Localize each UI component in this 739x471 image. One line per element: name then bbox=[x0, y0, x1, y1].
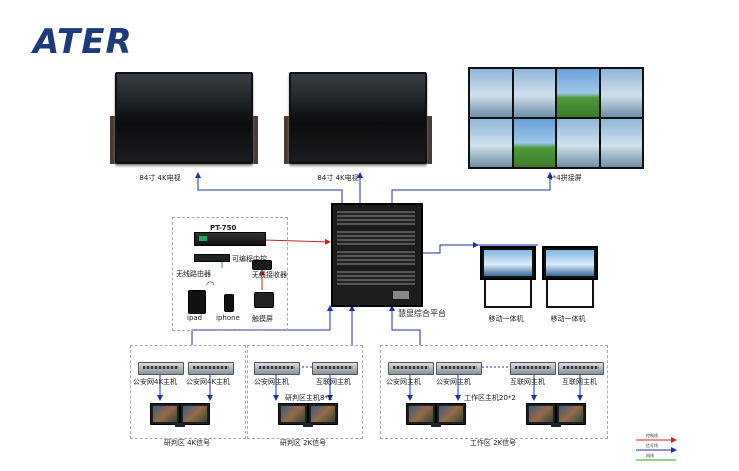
zone3-host-a-label: 公安网主机 bbox=[386, 378, 421, 386]
zone3-sub-label: 工作区主机20*2 bbox=[464, 394, 516, 402]
wireless-receiver bbox=[252, 260, 272, 270]
wireless-receiver-label: 无线接收器 bbox=[252, 271, 287, 279]
iphone-device bbox=[224, 294, 234, 312]
zone2-server-b bbox=[312, 362, 358, 375]
video-wall-cell bbox=[513, 119, 555, 167]
zone3-monitor-c bbox=[526, 403, 556, 425]
tv-left-label: 84寸 4K电视 bbox=[139, 174, 181, 182]
video-wall-cell bbox=[470, 119, 512, 167]
zone1-caption: 研判区 4K信号 bbox=[163, 439, 211, 447]
zone1-host-a-label: 公安网4K主机 bbox=[133, 378, 178, 386]
signal-line-tv-left bbox=[195, 172, 343, 203]
mobile-unit-left-label: 移动一体机 bbox=[488, 315, 524, 323]
tv-right bbox=[289, 72, 427, 164]
signal-line-zone3 bbox=[389, 305, 421, 345]
mobile-unit-left bbox=[480, 246, 536, 280]
ipad-label: ipad bbox=[187, 314, 203, 322]
mobile-unit-right bbox=[542, 246, 598, 280]
zone1-server-b bbox=[188, 362, 234, 375]
platform-chassis bbox=[331, 203, 423, 307]
zone1-server-a bbox=[138, 362, 184, 375]
legend-network-label: 网线 bbox=[646, 453, 654, 458]
pt750-device bbox=[194, 232, 266, 246]
video-wall-cell bbox=[470, 69, 512, 117]
zone3-monitor-a bbox=[406, 403, 436, 425]
zone2-frame bbox=[247, 345, 363, 439]
zone3-server-a bbox=[388, 362, 434, 375]
control-area-frame bbox=[172, 217, 288, 331]
legend-control-label: 控制线 bbox=[646, 433, 658, 438]
video-wall-label: 4*4拼接屏 bbox=[548, 174, 582, 182]
video-wall-cell bbox=[600, 119, 642, 167]
mobile-unit-left-stand bbox=[484, 280, 532, 308]
ater-logo: ATER bbox=[33, 22, 133, 62]
signal-line-mobile-right bbox=[439, 244, 538, 253]
video-wall bbox=[468, 67, 644, 169]
zone2-server-a bbox=[254, 362, 300, 375]
zone2-monitor-b bbox=[308, 403, 338, 425]
zone3-monitor-d bbox=[556, 403, 586, 425]
zone1-host-b-label: 公安网4K主机 bbox=[186, 378, 231, 386]
zone3-server-d bbox=[558, 362, 604, 375]
control-line-pt750 bbox=[263, 238, 331, 245]
touchscreen-device bbox=[254, 292, 274, 308]
programmable-host-label: 可编程中控 bbox=[232, 255, 267, 263]
signal-line-videowall bbox=[391, 172, 553, 203]
zone1-monitor-b bbox=[180, 403, 210, 425]
video-wall-cell bbox=[557, 69, 599, 117]
legend-signal-label: 信号线 bbox=[646, 443, 658, 448]
video-wall-cell bbox=[513, 69, 555, 117]
zone2-sub-label: 研判区主机8*2 bbox=[285, 394, 333, 402]
zone2-host-a-label: 公安网主机 bbox=[254, 378, 289, 386]
iphone-label: iphone bbox=[216, 314, 240, 322]
zone3-server-b bbox=[436, 362, 482, 375]
wifi-icon: ◠ bbox=[206, 280, 215, 291]
zone3-host-c-label: 互联网主机 bbox=[510, 378, 545, 386]
wireless-router bbox=[194, 254, 230, 262]
zone1-monitor-a bbox=[150, 403, 180, 425]
video-wall-cell bbox=[600, 69, 642, 117]
ipad-device bbox=[188, 290, 206, 314]
signal-line-mobile-left bbox=[421, 242, 479, 254]
zone3-frame bbox=[380, 345, 608, 439]
platform-label: 慧显综合平台 bbox=[398, 309, 446, 318]
mobile-unit-right-label: 移动一体机 bbox=[550, 315, 586, 323]
zone2-host-b-label: 互联网主机 bbox=[316, 378, 351, 386]
mobile-unit-right-stand bbox=[546, 280, 594, 308]
zone2-monitor-a bbox=[278, 403, 308, 425]
pt750-label: PT-750 bbox=[210, 224, 237, 232]
zone2-caption: 研判区 2K信号 bbox=[279, 439, 327, 447]
video-wall-cell bbox=[557, 119, 599, 167]
zone3-host-b-label: 公安网主机 bbox=[436, 378, 471, 386]
touchscreen-label: 触摸屏 bbox=[252, 315, 273, 323]
zone3-host-d-label: 互联网主机 bbox=[562, 378, 597, 386]
zone3-caption: 工作区 2K信号 bbox=[469, 439, 517, 447]
wireless-router-label: 无线路由器 bbox=[176, 270, 211, 278]
tv-right-label: 84寸 4K电视 bbox=[317, 174, 359, 182]
zone3-monitor-b bbox=[436, 403, 466, 425]
zone1-frame bbox=[130, 345, 246, 439]
tv-left bbox=[115, 72, 253, 164]
zone3-server-c bbox=[510, 362, 556, 375]
